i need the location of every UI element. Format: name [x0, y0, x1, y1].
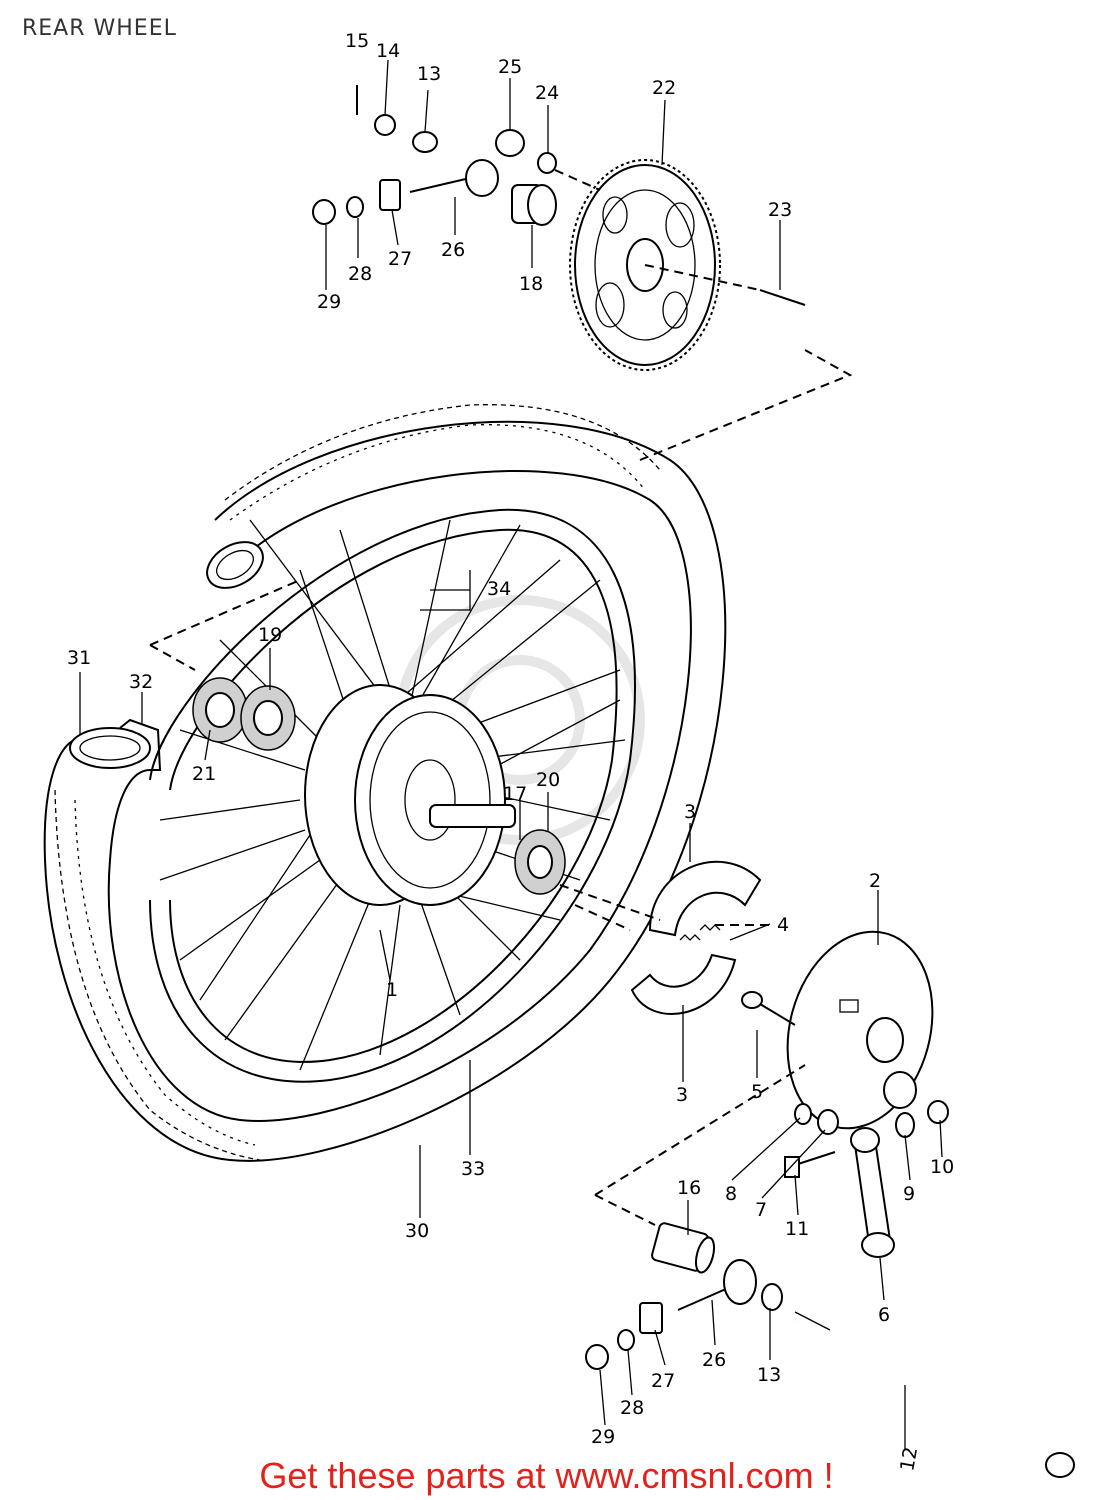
callout-label: 13	[757, 1364, 781, 1386]
callout-label: 25	[498, 56, 522, 78]
callout-label: 5	[751, 1081, 763, 1103]
callout-label: 26	[441, 239, 465, 261]
callout-label: 19	[258, 624, 282, 646]
diagram-title: REAR WHEEL	[22, 16, 177, 41]
hub	[304, 684, 516, 906]
callout-label: 14	[376, 40, 400, 62]
callout-label: 6	[878, 1304, 890, 1326]
callout-label: 29	[591, 1426, 615, 1448]
callout-label: 22	[652, 77, 676, 99]
callout-label: 3	[676, 1084, 688, 1106]
callouts: 15 14 13 25 24 22 23 29 28 27 26 18 34 3…	[67, 30, 954, 1473]
callout-label: 27	[651, 1370, 675, 1392]
footer-link-text[interactable]: Get these parts at www.cmsnl.com !	[259, 1455, 834, 1496]
leader-lines	[79, 59, 943, 1450]
callout-label: 28	[620, 1397, 644, 1419]
assembly-lines	[149, 349, 853, 1226]
callout-label: 34	[487, 578, 511, 600]
callout-label: 9	[903, 1183, 915, 1205]
callout-label: 15	[345, 30, 369, 52]
axle-spacer	[651, 1222, 716, 1274]
callout-label: 3	[684, 801, 696, 823]
rim	[149, 508, 636, 1083]
callout-label: 13	[417, 63, 441, 85]
small-washers-right	[794, 1100, 949, 1138]
callout-label: 8	[725, 1183, 737, 1205]
callout-label: 10	[930, 1156, 954, 1178]
top-small-parts	[312, 85, 601, 226]
callout-label: 29	[317, 291, 341, 313]
callout-label: 1	[386, 979, 398, 1001]
callout-label: 24	[535, 82, 559, 104]
callout-label: 17	[503, 783, 527, 805]
callout-label: 30	[405, 1220, 429, 1242]
callout-label: 4	[777, 914, 789, 936]
callout-label: 23	[768, 199, 792, 221]
callout-label: 20	[536, 769, 560, 791]
callout-label: 21	[192, 763, 216, 785]
callout-label: 33	[461, 1158, 485, 1180]
brake-arm	[850, 1127, 895, 1258]
callout-label: 32	[129, 671, 153, 693]
brake-shoes	[630, 860, 762, 1015]
callout-label: 16	[677, 1177, 701, 1199]
callout-label: 26	[702, 1349, 726, 1371]
callout-label: 7	[755, 1199, 767, 1221]
lower-adjuster	[585, 1259, 783, 1370]
brake-cam	[741, 991, 796, 1026]
rear-axle	[791, 1311, 1075, 1478]
hub-bearings-left	[192, 677, 296, 751]
callout-label: 12	[896, 1445, 922, 1473]
callout-label: 11	[785, 1218, 809, 1240]
hub-bearing-right	[514, 829, 566, 895]
inner-tube	[69, 718, 162, 771]
callout-label: 28	[348, 263, 372, 285]
callout-label: 27	[388, 248, 412, 270]
callout-label: 18	[519, 273, 543, 295]
callout-label: 2	[869, 870, 881, 892]
sprocket-stud	[644, 264, 806, 306]
callout-label: 31	[67, 647, 91, 669]
tire	[43, 404, 727, 1162]
